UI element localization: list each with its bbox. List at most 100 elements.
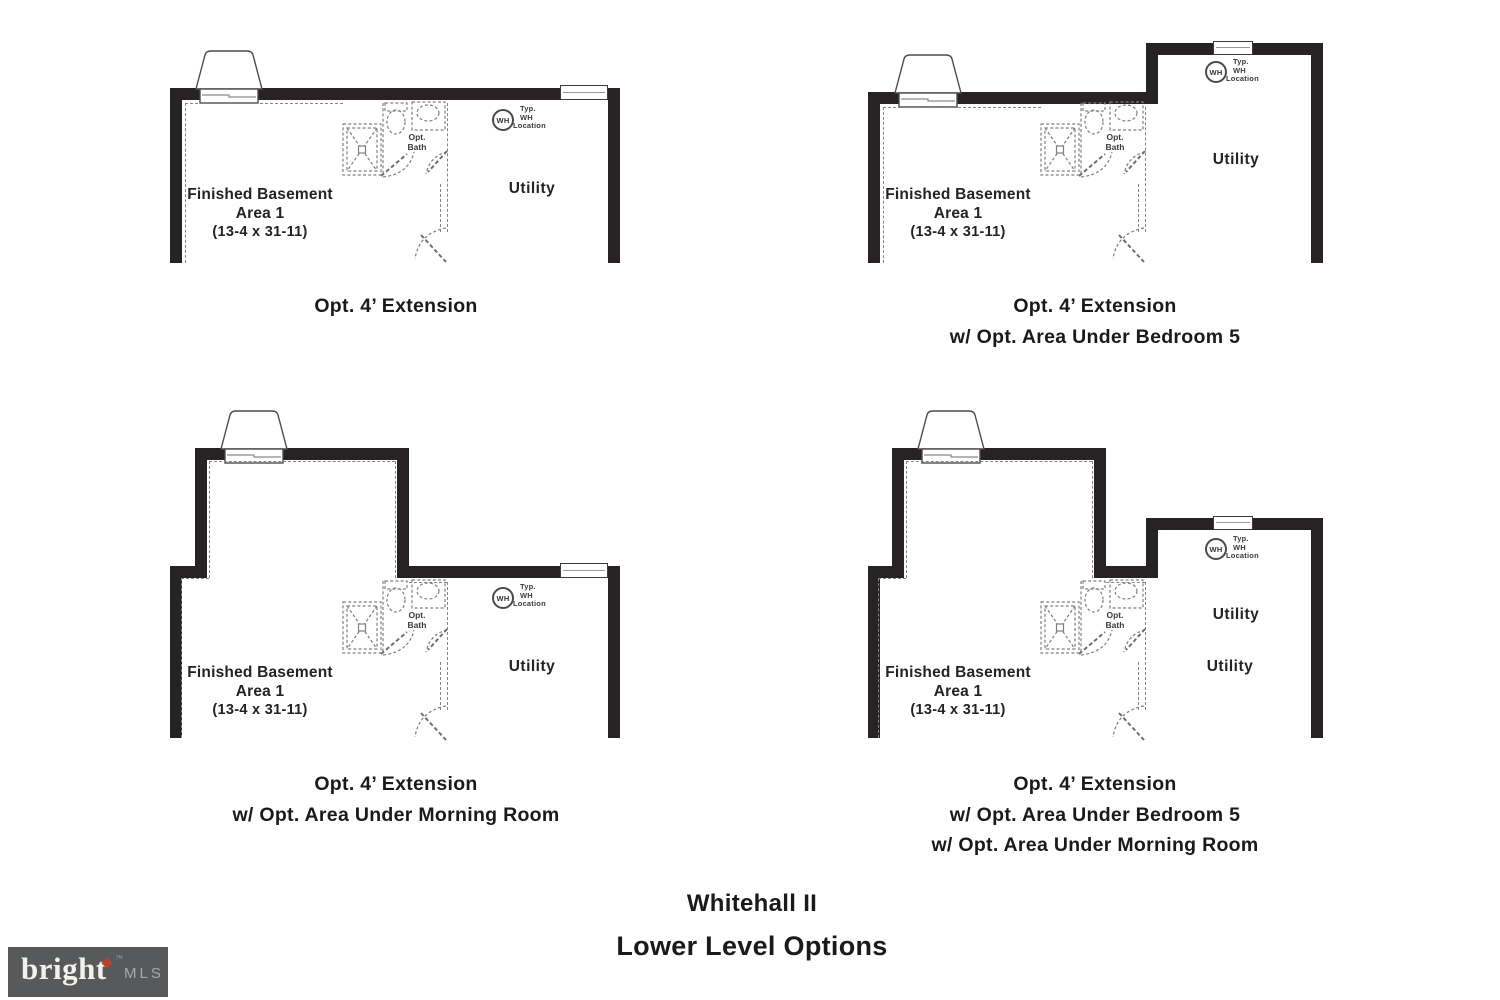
opt-bath-label: Opt.Bath	[407, 610, 427, 630]
sink-icon	[411, 579, 446, 609]
dashed-boundary	[1145, 582, 1146, 710]
window-glass-line	[563, 91, 605, 93]
wall-segment	[1311, 518, 1323, 738]
page-title: Whitehall II Lower Level Options	[616, 890, 888, 961]
sink-icon	[1109, 101, 1144, 131]
shower-icon	[342, 123, 382, 176]
wall-segment	[868, 566, 880, 738]
floor-plan-top-right: WH Typ. WH Location Opt.Bath Utility Fin…	[868, 40, 1323, 270]
door-swing-icon	[1080, 151, 1113, 178]
brightmls-watermark: bright ™ MLS	[8, 947, 168, 997]
page-title-line2: Lower Level Options	[616, 931, 888, 961]
floor-plan-bottom-right: WH Typ. WH Location Opt.Bath Utility Uti…	[868, 410, 1323, 748]
toilet-icon	[384, 580, 408, 590]
opt-bath-label: Opt.Bath	[1105, 610, 1125, 630]
dashed-boundary	[181, 578, 209, 579]
finished-basement-label: Finished Basement Area 1 (13-4 x 31-11)	[187, 186, 333, 240]
dashed-boundary	[440, 184, 441, 232]
dashed-boundary	[181, 578, 182, 738]
page-title-line1: Whitehall II	[686, 890, 818, 917]
window	[1213, 41, 1253, 55]
dashed-boundary	[185, 103, 343, 104]
finished-basement-label: Finished Basement Area 1 (13-4 x 31-11)	[187, 664, 333, 718]
water-heater-badge: WH	[492, 109, 514, 131]
plan-caption-bottom-left: Opt. 4’ Extension w/ Opt. Area Under Mor…	[232, 773, 560, 826]
basement-entry-bulkhead	[894, 54, 962, 108]
window-glass-line	[1216, 47, 1250, 49]
shower-icon	[1040, 123, 1080, 176]
door-swing-icon	[1112, 227, 1145, 260]
finished-basement-label: Finished Basement Area 1 (13-4 x 31-11)	[885, 664, 1031, 718]
dashed-boundary	[1138, 184, 1139, 232]
window	[560, 85, 608, 100]
door-swing-icon	[1112, 705, 1145, 738]
wall-segment	[1311, 43, 1323, 263]
plan-caption-top-right: Opt. 4’ Extension w/ Opt. Area Under Bed…	[949, 295, 1241, 348]
wall-segment	[892, 448, 904, 566]
dashed-boundary	[1145, 107, 1146, 232]
wall-segment	[1094, 566, 1158, 578]
water-heater-badge: WH	[492, 587, 514, 609]
dashed-boundary	[878, 578, 879, 738]
brand-text: bright	[21, 951, 107, 986]
dashed-boundary	[878, 578, 906, 579]
dashed-boundary	[1092, 461, 1093, 578]
opt-bath-label: Opt.Bath	[1105, 132, 1125, 152]
dashed-boundary	[447, 582, 448, 710]
floor-plan-top-left: WH Typ. WH Location Opt.Bath Utility Fin…	[170, 40, 620, 270]
toilet-icon	[384, 102, 408, 112]
sink-icon	[411, 101, 446, 131]
toilet-icon	[1082, 580, 1106, 590]
door-swing-icon	[382, 151, 415, 178]
door-swing-icon	[414, 705, 447, 738]
basement-entry-bulkhead	[917, 410, 985, 464]
toilet-icon	[1082, 102, 1106, 112]
dashed-boundary	[409, 582, 447, 583]
bath-fixtures	[342, 101, 448, 263]
water-heater-note: Typ. WH Location	[1226, 57, 1259, 83]
window	[560, 563, 608, 578]
dashed-boundary	[440, 662, 441, 710]
dashed-boundary	[1138, 662, 1139, 710]
water-heater-badge: WH	[1205, 61, 1227, 83]
utility-label: Utility	[1212, 606, 1260, 623]
door-swing-icon	[1080, 629, 1113, 656]
bath-fixtures	[1040, 101, 1146, 263]
dashed-boundary	[185, 103, 186, 263]
wall-segment	[170, 88, 182, 263]
wall-segment	[608, 566, 620, 738]
wall-segment	[195, 448, 207, 566]
utility-label: Utility	[1212, 151, 1260, 168]
utility-label: Utility	[508, 658, 556, 675]
dashed-boundary	[906, 461, 1092, 462]
basement-entry-bulkhead	[195, 50, 263, 104]
dashed-boundary	[447, 103, 448, 232]
wall-segment	[608, 88, 620, 263]
wall-segment	[1146, 518, 1158, 578]
water-heater-note: Typ. WH Location	[513, 582, 546, 608]
dashed-boundary	[883, 107, 1041, 108]
mls-text: MLS	[124, 965, 164, 982]
sink-icon	[1109, 579, 1144, 609]
plan-caption-bottom-right: Opt. 4’ Extension w/ Opt. Area Under Bed…	[931, 773, 1259, 856]
shower-icon	[1040, 601, 1080, 654]
window	[1213, 516, 1253, 530]
plan-caption-top-left: Opt. 4’ Extension	[314, 295, 478, 317]
dashed-boundary	[395, 461, 396, 578]
water-heater-badge: WH	[1205, 538, 1227, 560]
dashed-boundary	[209, 461, 210, 578]
wall-segment	[170, 566, 182, 738]
bath-fixtures	[1040, 579, 1146, 741]
shower-icon	[342, 601, 382, 654]
finished-basement-label: Finished Basement Area 1 (13-4 x 31-11)	[885, 186, 1031, 240]
wall-segment	[1094, 448, 1106, 578]
wall-segment	[868, 92, 880, 263]
opt-bath-label: Opt.Bath	[407, 132, 427, 152]
door-swing-icon	[382, 629, 415, 656]
utility-label: Utility	[508, 180, 556, 197]
basement-entry-bulkhead	[220, 410, 288, 464]
dashed-boundary	[883, 107, 884, 263]
window-glass-line	[563, 569, 605, 571]
floor-plan-bottom-left: WH Typ. WH Location Opt.Bath Utility Fin…	[170, 410, 620, 748]
